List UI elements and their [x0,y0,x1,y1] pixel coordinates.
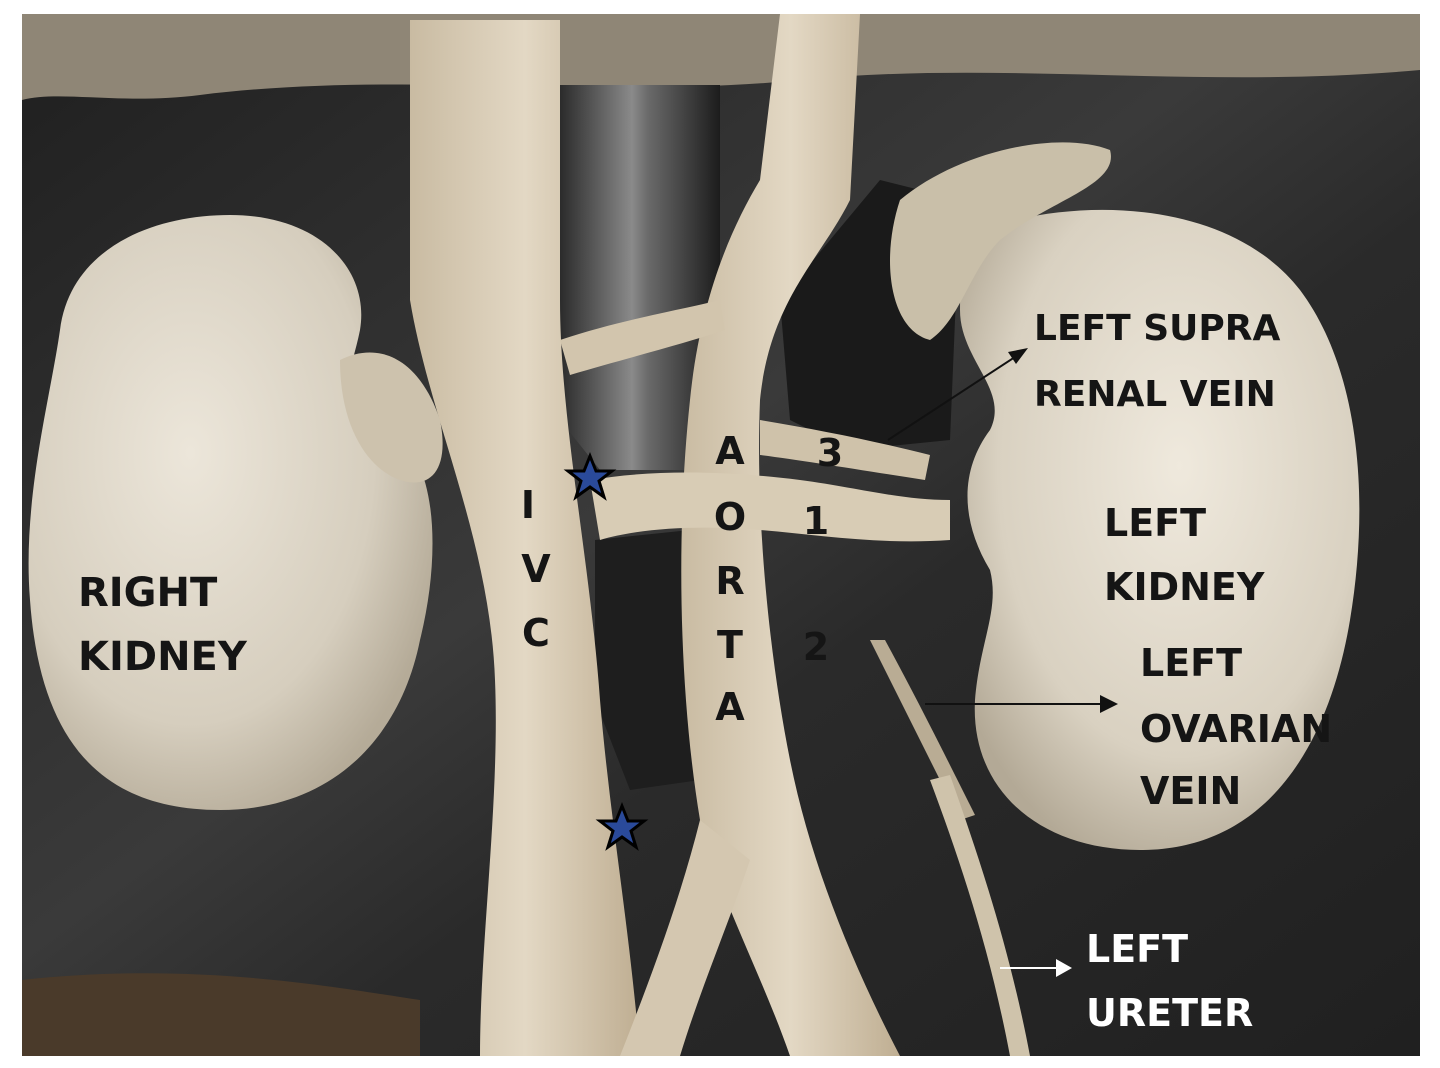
label-left-ovarian-vein-2: OVARIAN [1140,707,1332,751]
ivc-vessel [410,20,640,1056]
aorta-vessel [681,14,900,1056]
arrow-ureter [1000,959,1072,977]
label-left-kidney-2: KIDNEY [1104,565,1265,609]
right-iliac [620,820,750,1056]
label-number-3: 3 [817,431,843,475]
left-ovarian-vessel [870,640,975,820]
label-ivc-1: I [521,483,535,527]
label-aorta-1: A [715,429,745,473]
label-aorta-3: R [715,559,744,603]
suprarenal-vein-vessel [760,420,930,480]
left-ureter-vessel [930,775,1030,1056]
arrow-ovarian [925,695,1118,713]
right-kidney [28,215,433,810]
lower-left-tissue [22,973,420,1056]
label-left-supra-renal-vein-1: LEFT SUPRA [1034,308,1280,349]
dark-structure-lower [595,530,700,790]
upper-tissue [22,14,1420,100]
label-number-1: 1 [803,499,829,543]
star-icon [595,801,649,851]
label-left-ureter-2: URETER [1086,991,1253,1035]
arrow-suprarenal [887,348,1028,441]
label-aorta-2: O [714,495,746,539]
upper-branch-vessel [560,300,725,375]
label-right-kidney-1: RIGHT [78,570,218,616]
right-hilum-tissue [340,352,443,483]
label-aorta-4: T [717,623,743,667]
suprarenal-gland [890,142,1111,340]
left-kidney [960,209,1360,850]
label-number-2: 2 [803,625,829,669]
label-ivc-2: V [521,547,551,591]
label-right-kidney-2: KIDNEY [78,634,248,680]
star-icon [563,451,617,501]
label-left-ovarian-vein-1: LEFT [1140,641,1242,685]
left-renal-vein [590,472,950,542]
label-ivc-3: C [522,611,550,655]
label-left-ureter-1: LEFT [1086,927,1188,971]
label-left-supra-renal-vein-2: RENAL VEIN [1034,374,1276,415]
label-left-ovarian-vein-3: VEIN [1140,769,1241,813]
dark-structure-upper [560,85,720,470]
label-aorta-5: A [715,685,745,729]
label-left-kidney-1: LEFT [1104,501,1206,545]
